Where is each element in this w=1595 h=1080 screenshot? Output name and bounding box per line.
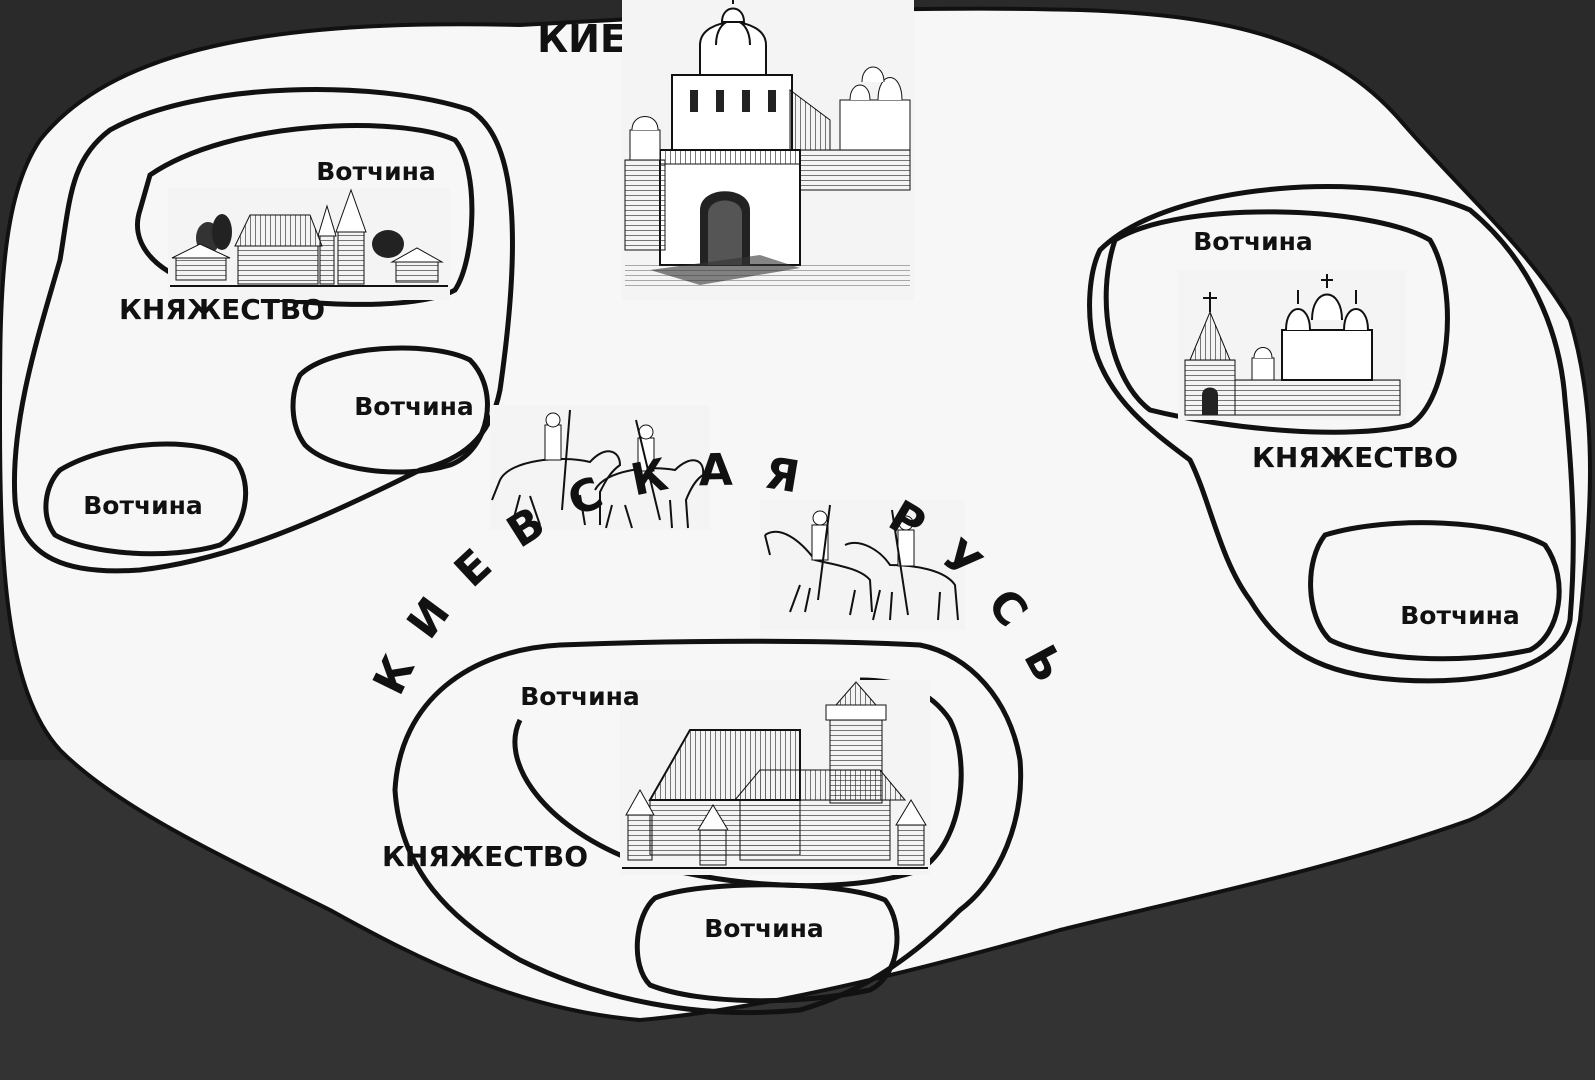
votchina-south-bottom-border — [634, 882, 900, 1004]
principality-east: Вотчина КНЯЖЕСТВО Вотчина — [1087, 184, 1576, 684]
votchina-label: Вотчина — [83, 491, 203, 520]
votchina-south-top-border — [512, 677, 964, 889]
votchina-label: Вотчина — [1400, 601, 1520, 630]
principality-label: КНЯЖЕСТВО — [382, 840, 588, 873]
principality-west: Вотчина КНЯЖЕСТВО Вотчина Вотчина — [11, 87, 515, 574]
principality-label: КНЯЖЕСТВО — [1252, 441, 1458, 474]
votchina-west-bottom-border — [43, 441, 249, 557]
votchina-label: Вотчина — [354, 392, 474, 421]
principality-south: Вотчина КНЯЖЕСТВО Вотчина — [382, 638, 1024, 1016]
principality-label: КНЯЖЕСТВО — [119, 293, 325, 326]
title-arc-letter: Я — [761, 448, 803, 504]
wooden-village-icon — [168, 188, 450, 300]
votchina-west-middle-border — [290, 345, 490, 475]
principality-south-border — [392, 638, 1024, 1016]
votchina-label: Вотчина — [520, 682, 640, 711]
votchina-east-bottom-border — [1308, 520, 1562, 662]
horsemen-right-icon — [760, 500, 965, 630]
votchina-label: Вотчина — [1193, 227, 1313, 256]
principality-east-border — [1087, 184, 1576, 684]
wooden-terem-palace-icon — [620, 680, 930, 875]
votchina-east-top-border — [1103, 209, 1450, 435]
kiev-golden-gate-icon — [622, 0, 914, 300]
title-arc-letter: А — [698, 445, 733, 497]
votchina-label: Вотчина — [704, 914, 824, 943]
church-monastery-icon — [1178, 270, 1406, 420]
principality-west-border — [11, 87, 515, 574]
horsemen-left-icon — [490, 405, 710, 530]
capital-kiev: КИЕВ — [537, 0, 914, 300]
votchina-label: Вотчина — [316, 157, 436, 186]
